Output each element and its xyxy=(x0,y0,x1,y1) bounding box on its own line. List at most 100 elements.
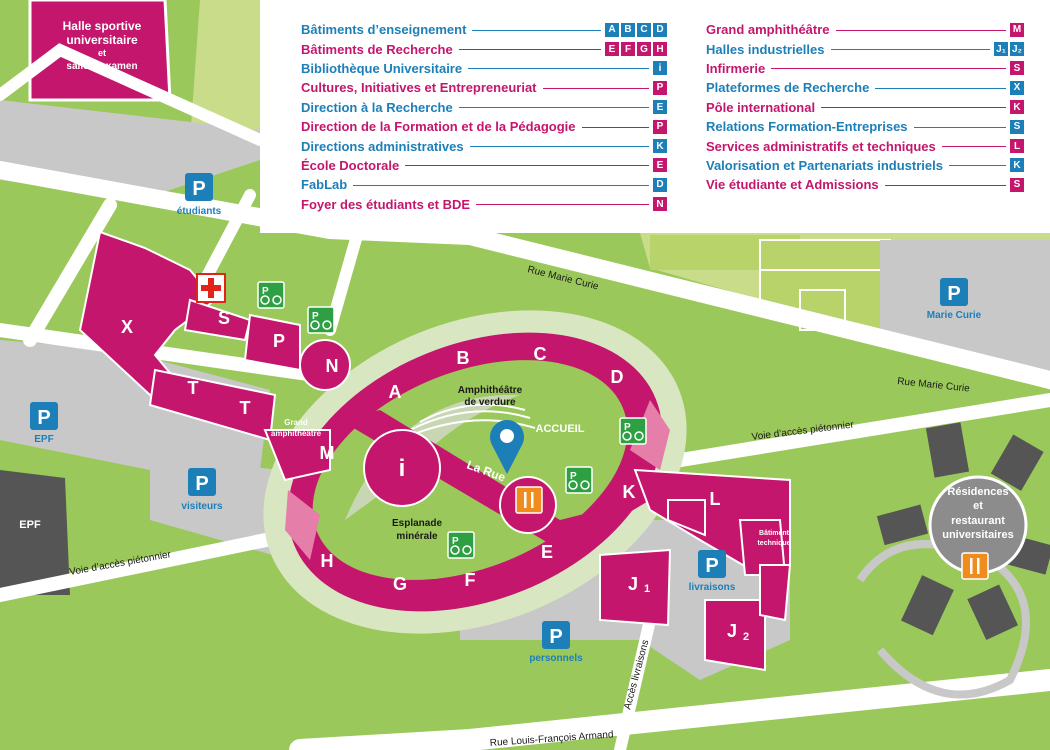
building-j-connector xyxy=(759,564,792,622)
building-label-s: S xyxy=(218,308,230,328)
legend-row: Vie étudiante et Admissions S xyxy=(706,175,1024,194)
building-label-m: M xyxy=(320,443,335,463)
legend-label: Halles industrielles xyxy=(706,41,825,57)
legend-code-badge: G xyxy=(637,42,651,57)
svg-text:P: P xyxy=(195,473,208,495)
legend-leader-line xyxy=(476,204,649,206)
legend-codes: P xyxy=(653,119,667,134)
building-label-t2: T xyxy=(240,398,251,418)
building-label-p: P xyxy=(273,331,285,351)
building-s xyxy=(183,298,252,342)
svg-text:P: P xyxy=(312,311,319,322)
esplanade-label: Esplanade xyxy=(392,518,442,529)
legend-code-badge: K xyxy=(653,139,667,154)
building-letters: X S P N T T M A B C D K L E F G H i J 1 … xyxy=(121,308,749,643)
halle-label: Halle sportive xyxy=(63,19,142,33)
legend-label: Direction à la Recherche xyxy=(301,99,453,115)
building-label-n: N xyxy=(326,356,339,376)
restaurant-icon xyxy=(515,486,543,514)
batiment-technique-label: Bâtiment xyxy=(759,530,790,537)
legend-codes: K xyxy=(1010,100,1024,115)
grand-amphi-label: amphithéâtre xyxy=(271,429,322,438)
legend-row: École Doctorale E xyxy=(301,156,667,175)
legend-leader-line xyxy=(581,126,649,128)
residences-label: et xyxy=(973,500,983,512)
legend-leader-line xyxy=(875,87,1006,89)
legend-codes: i xyxy=(653,61,667,76)
residences xyxy=(856,422,1050,699)
legend-code-badge: H xyxy=(653,42,667,57)
legend-code-badge: S xyxy=(1010,177,1024,192)
legend-row: Direction de la Formation et de la Pédag… xyxy=(301,117,667,136)
legend-code-badge: S xyxy=(1010,61,1024,76)
legend-row: Grand amphithéâtre M xyxy=(706,20,1024,39)
building-label-e: E xyxy=(541,542,553,562)
building-label-j2-sub: 2 xyxy=(743,631,749,643)
legend-codes: S xyxy=(1010,119,1024,134)
bike-parking-icon: P xyxy=(307,306,335,334)
bike-parking-icon: P xyxy=(257,281,285,309)
legend-code-badge: K xyxy=(1010,158,1024,173)
legend-code-badge: B xyxy=(621,22,635,37)
legend-row: Cultures, Initiatives et Entrepreneuriat… xyxy=(301,78,667,97)
legend-column-right: Grand amphithéâtre M Halles industrielles J… xyxy=(706,20,1024,195)
amphitheatre-verdure-label: de verdure xyxy=(464,397,516,408)
legend-leader-line xyxy=(830,49,990,51)
accueil-pin-icon xyxy=(490,419,524,474)
legend-codes: K xyxy=(653,139,667,154)
bike-parking-icon: P xyxy=(565,466,593,494)
building-label-a: A xyxy=(389,382,402,402)
legend-label: Relations Formation-Entreprises xyxy=(706,119,908,135)
legend-label: Bâtiments de Recherche xyxy=(301,41,453,57)
legend-code-badge: K xyxy=(1010,100,1024,115)
parking-sign-livraisons: P livraisons xyxy=(689,550,736,593)
legend-leader-line xyxy=(941,146,1006,148)
legend-codes: K xyxy=(1010,158,1024,173)
svg-text:P: P xyxy=(624,422,631,433)
legend-label: Bibliothèque Universitaire xyxy=(301,60,463,76)
legend-label: Cultures, Initiatives et Entrepreneuriat xyxy=(301,80,537,96)
ring-section-light xyxy=(285,490,320,560)
legend-label: École Doctorale xyxy=(301,157,400,173)
bike-parking-icon: P xyxy=(447,531,475,559)
legend-leader-line xyxy=(468,68,649,70)
legend-leader-line xyxy=(469,146,649,148)
svg-text:livraisons: livraisons xyxy=(689,582,736,593)
legend-code-badge: S xyxy=(1010,119,1024,134)
ring-section-light xyxy=(630,400,670,470)
legend-label: Plateformes de Recherche xyxy=(706,80,870,96)
legend-leader-line xyxy=(458,107,649,109)
residences-label: restaurant xyxy=(951,515,1005,527)
residences-label: Résidences xyxy=(947,486,1008,498)
building-label-j2: J xyxy=(727,621,737,641)
legend-code-badge: i xyxy=(653,61,667,76)
building-n xyxy=(299,339,351,391)
legend-leader-line xyxy=(458,49,601,51)
legend-label: Vie étudiante et Admissions xyxy=(706,177,879,193)
legend-code-badge: D xyxy=(653,22,667,37)
parking-lot xyxy=(150,455,290,560)
building-label-k: K xyxy=(623,482,636,502)
legend-codes: E xyxy=(653,158,667,173)
building-label-j1: J xyxy=(628,574,638,594)
legend-codes: N xyxy=(653,197,667,212)
legend-label: Pôle international xyxy=(706,99,816,115)
legend-code-badge: N xyxy=(653,197,667,212)
svg-text:Marie Curie: Marie Curie xyxy=(927,310,982,321)
svg-text:P: P xyxy=(549,626,562,648)
legend-code-badge: M xyxy=(1010,22,1024,37)
bike-parking-icon: P xyxy=(619,417,647,445)
legend-codes: E xyxy=(653,100,667,115)
building-label-h: H xyxy=(321,551,334,571)
legend-code-badge: C xyxy=(637,22,651,37)
legend-label: Grand amphithéâtre xyxy=(706,22,830,38)
esplanade-label: minérale xyxy=(396,531,438,542)
